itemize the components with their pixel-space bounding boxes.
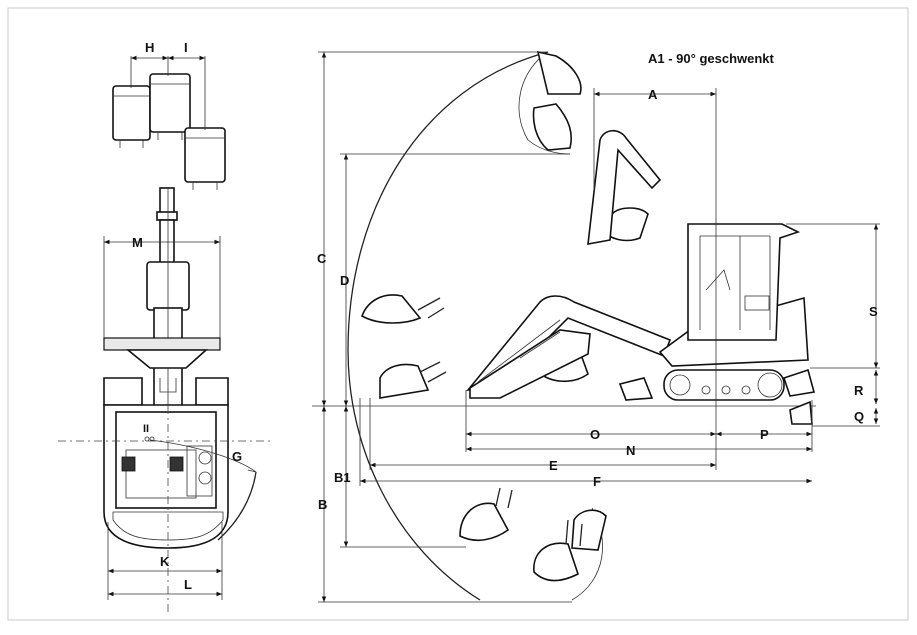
diagram-title: A1 - 90° geschwenkt xyxy=(648,51,775,66)
label-M: M xyxy=(132,235,143,250)
side-view: A C D B B1 S R Q O P N E F xyxy=(312,50,880,603)
label-B: B xyxy=(318,497,327,512)
label-A: A xyxy=(648,87,658,102)
label-N: N xyxy=(626,443,635,458)
label-K: K xyxy=(160,554,170,569)
top-view-dozer-blade xyxy=(103,337,221,351)
label-B1: B1 xyxy=(334,470,351,485)
label-S: S xyxy=(869,304,878,319)
page-frame xyxy=(7,7,909,621)
top-view: H I M II xyxy=(58,40,272,612)
raised-arm xyxy=(587,129,662,245)
label-H: H xyxy=(145,40,154,55)
top-view-buckets xyxy=(112,73,226,190)
label-O: O xyxy=(590,427,600,442)
label-R: R xyxy=(854,383,864,398)
cab xyxy=(687,223,801,341)
label-Q: Q xyxy=(854,409,864,424)
label-P: P xyxy=(760,427,769,442)
label-F: F xyxy=(593,474,601,489)
label-E: E xyxy=(549,458,558,473)
label-II: II xyxy=(143,423,149,435)
label-I: I xyxy=(184,40,188,55)
reach-envelope-arc xyxy=(347,51,549,601)
label-G: G xyxy=(232,449,242,464)
dozer-blade xyxy=(782,368,816,397)
label-C: C xyxy=(317,251,327,266)
label-L: L xyxy=(184,577,192,592)
label-D: D xyxy=(340,273,349,288)
track xyxy=(663,369,785,401)
